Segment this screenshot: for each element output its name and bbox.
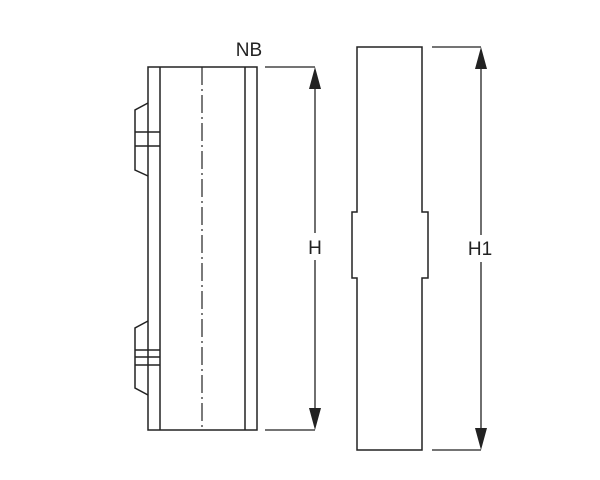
h1-dimension — [432, 46, 487, 451]
h-dimension — [265, 66, 321, 431]
h-label: H — [308, 238, 322, 259]
arrow-up-icon — [309, 67, 321, 89]
bottom-lug — [134, 320, 160, 396]
front-body-outline — [351, 46, 429, 451]
top-lug — [134, 102, 160, 177]
h1-label: H1 — [468, 239, 492, 260]
arrow-down-icon — [475, 428, 487, 450]
arrow-up-icon — [475, 47, 487, 69]
arrow-down-icon — [309, 408, 321, 430]
front-view — [351, 46, 429, 451]
side-view — [134, 66, 258, 431]
nb-label: NB — [236, 40, 262, 61]
